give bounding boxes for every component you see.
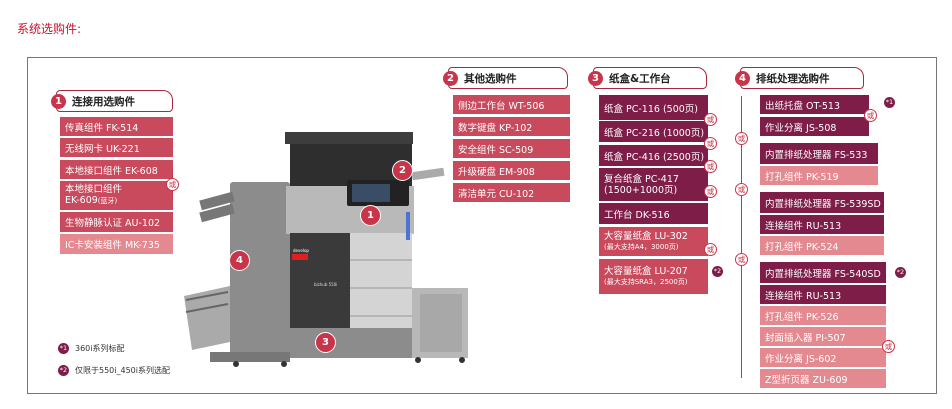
- footnote-mark-2: *2: [895, 267, 906, 278]
- list-item: 内置排纸处理器 FS-533: [760, 143, 878, 165]
- list-item: 侧边工作台 WT-506: [453, 95, 570, 115]
- footnote-mark-1: *1: [884, 97, 895, 108]
- callout-1: 1: [360, 205, 381, 226]
- callout-4: 4: [229, 250, 250, 271]
- list-item: 出纸托盘 OT-513: [760, 95, 869, 115]
- connectivity-header: 1 连接用选购件: [51, 90, 173, 112]
- list-item: 作业分离 JS-508: [760, 117, 869, 137]
- list-item: 复合纸盒 PC-417(1500+1000页): [599, 168, 708, 202]
- list-item: 大容量纸盒 LU-302(最大支持A4，3000页): [599, 227, 708, 257]
- list-item: Z型折页器 ZU-609: [760, 369, 886, 389]
- or-badge: 或: [704, 113, 717, 126]
- list-item: 打孔组件 PK-524: [760, 236, 884, 256]
- callout-3: 3: [315, 332, 336, 353]
- large-capacity-cassette: [412, 288, 468, 363]
- or-badge: 或: [704, 243, 717, 256]
- group-number: 1: [51, 93, 66, 109]
- or-badge: 或: [864, 109, 877, 122]
- finishing-bracket: [741, 96, 742, 378]
- footnote-mark-2: *2: [712, 266, 723, 277]
- list-item: 封面插入器 PI-507: [760, 327, 886, 347]
- connectivity-title: 连接用选购件: [72, 95, 135, 108]
- list-item: 打孔组件 PK-519: [760, 166, 878, 186]
- list-item: 本地接口组件 EK-608: [60, 160, 173, 180]
- cassette-title: 纸盒&工作台: [609, 72, 671, 85]
- options-diagram-frame: [27, 57, 937, 394]
- list-item: 本地接口组件 EK-609(蓝牙): [60, 181, 173, 211]
- list-item: 纸盒 PC-216 (1000页): [599, 121, 708, 143]
- list-item: 清洁单元 CU-102: [453, 183, 570, 203]
- printer-model-label: bizhub 550i: [314, 282, 338, 287]
- or-badge: 或: [735, 183, 748, 196]
- list-item: 内置排纸处理器 FS-539SD: [760, 192, 884, 214]
- list-item: 生物静脉认证 AU-102: [60, 212, 173, 233]
- list-item: 纸盒 PC-116 (500页): [599, 95, 708, 121]
- list-item: 工作台 DK-516: [599, 203, 708, 225]
- main-body: [285, 132, 445, 358]
- list-item: 内置排纸处理器 FS-540SD: [760, 262, 886, 284]
- page-title: 系统选购件:: [17, 22, 82, 36]
- list-item: 打孔组件 PK-526: [760, 306, 886, 326]
- or-badge: 或: [166, 178, 179, 191]
- list-item: 数字键盘 KP-102: [453, 117, 570, 137]
- cassette-header: 3 纸盒&工作台: [588, 67, 707, 89]
- or-badge: 或: [735, 132, 748, 145]
- list-item: IC卡安装组件 MK-735: [60, 234, 173, 255]
- list-item: 传真组件 FK-514: [60, 117, 173, 137]
- list-item: 安全组件 SC-509: [453, 139, 570, 159]
- or-badge: 或: [704, 185, 717, 198]
- or-badge: 或: [704, 160, 717, 173]
- list-item: 纸盒 PC-416 (2500页): [599, 145, 708, 167]
- footnote-2: *2 仅限于550i_450i系列选配: [58, 365, 170, 376]
- finishing-title: 排纸处理选购件: [756, 72, 830, 85]
- list-item: 无线网卡 UK-221: [60, 138, 173, 158]
- other-title: 其他选购件: [464, 72, 517, 85]
- finisher-unit: [184, 182, 290, 367]
- footnote-1: *1 360i系列标配: [58, 343, 125, 354]
- callout-2: 2: [392, 160, 413, 181]
- list-item: 连接组件 RU-513: [760, 215, 884, 235]
- or-badge: 或: [704, 137, 717, 150]
- or-badge: 或: [735, 253, 748, 266]
- other-header: 2 其他选购件: [443, 67, 568, 89]
- list-item: 连接组件 RU-513: [760, 285, 886, 305]
- list-item: 大容量纸盒 LU-207(最大支持SRA3，2500页): [599, 259, 708, 295]
- finishing-header: 4 排纸处理选购件: [735, 67, 864, 89]
- list-item: 升级硬盘 EM-908: [453, 161, 570, 181]
- or-badge: 或: [882, 340, 895, 353]
- list-item: 作业分离 JS-602: [760, 348, 886, 368]
- printer-brand-label: develop: [293, 248, 309, 253]
